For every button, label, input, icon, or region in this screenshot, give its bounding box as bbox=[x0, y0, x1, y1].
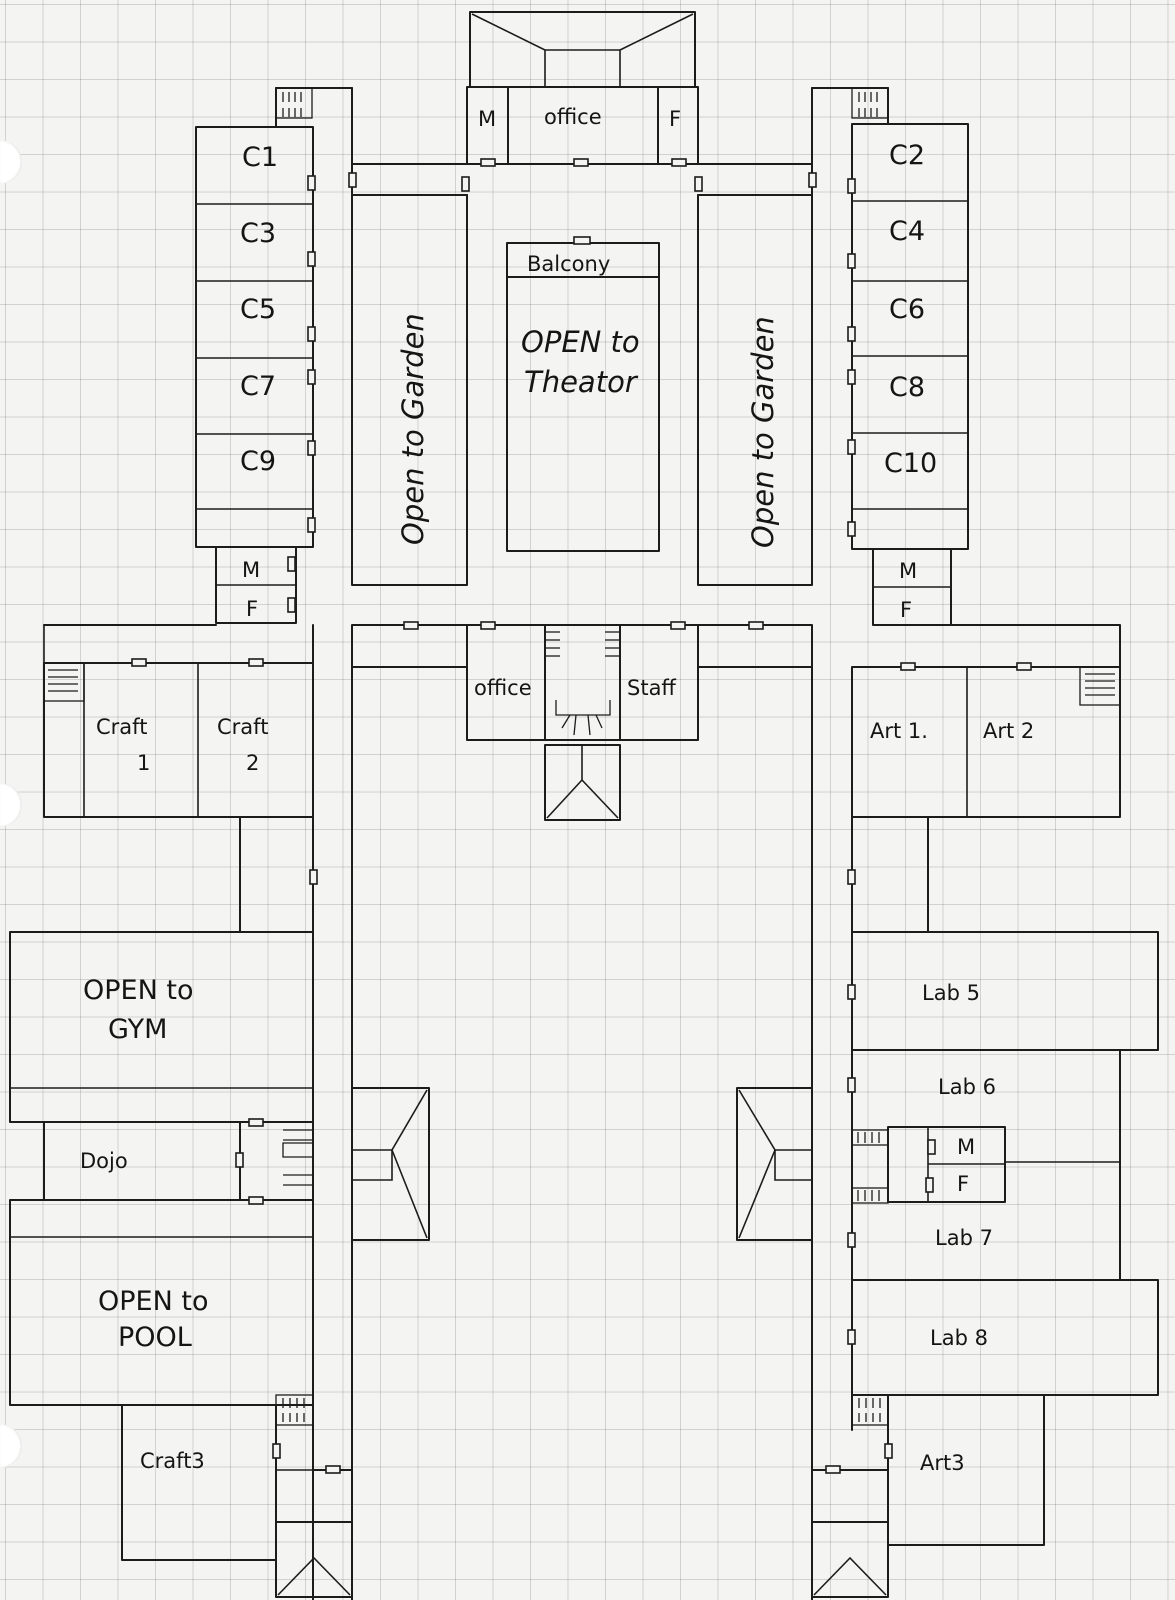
bottom-right-entrance bbox=[811, 1521, 889, 1598]
mens-restroom-top-label: M bbox=[478, 107, 496, 131]
binder-hole bbox=[0, 140, 22, 184]
mens-restroom-left-label: M bbox=[242, 558, 260, 582]
left-classroom-wing: C1 C3 C5 C7 C9 M F bbox=[195, 87, 468, 624]
lab8-label: Lab 8 bbox=[930, 1326, 988, 1350]
lab7-label: Lab 7 bbox=[935, 1226, 993, 1250]
classroom-c9-label: C9 bbox=[240, 446, 276, 477]
craft3-label: Craft3 bbox=[140, 1449, 205, 1473]
art1-label: Art 1. bbox=[870, 719, 928, 743]
open-to-gym-label-1: OPEN to bbox=[83, 975, 193, 1006]
womens-restroom-top-label: F bbox=[669, 107, 681, 131]
open-to-garden-right-label: Open to Garden bbox=[746, 316, 780, 548]
left-side-entrance bbox=[351, 1087, 430, 1241]
central-admin-block: office Staff bbox=[466, 624, 699, 821]
lab8-block: Lab 8 bbox=[851, 1279, 1159, 1396]
classroom-c2-label: C2 bbox=[889, 140, 925, 171]
craft2-label-2: 2 bbox=[246, 751, 259, 775]
classroom-c5-label: C5 bbox=[240, 294, 276, 325]
stairs bbox=[43, 87, 1121, 1426]
dojo-label: Dojo bbox=[80, 1149, 128, 1173]
office-top-label: office bbox=[544, 105, 602, 129]
classroom-c1-label: C1 bbox=[242, 142, 278, 173]
top-office-block: M office F bbox=[466, 86, 699, 165]
open-to-gym-label-2: GYM bbox=[108, 1014, 167, 1045]
craft3-block: Craft3 bbox=[121, 1404, 353, 1561]
craft1-label-2: 1 bbox=[137, 751, 150, 775]
lab5-label: Lab 5 bbox=[922, 981, 980, 1005]
theater-block: Balcony OPEN to Theator bbox=[506, 242, 660, 552]
gym-block: OPEN to GYM bbox=[9, 931, 314, 1123]
right-side-entrance bbox=[736, 1087, 813, 1241]
womens-restroom-left-label: F bbox=[246, 597, 258, 621]
binder-hole bbox=[0, 1424, 22, 1468]
classroom-c7-label: C7 bbox=[240, 371, 276, 402]
open-to-theater-label-2: Theator bbox=[524, 365, 639, 399]
right-classroom-wing: C2 C4 C6 C8 C10 M F bbox=[697, 87, 969, 626]
mens-restroom-right-label: M bbox=[899, 559, 917, 583]
craft1-label-1: Craft bbox=[96, 715, 147, 739]
craft-block: Craft 1 Craft 2 bbox=[43, 624, 314, 818]
pool-block: OPEN to POOL bbox=[9, 1199, 314, 1406]
womens-restroom-lab-label: F bbox=[957, 1172, 969, 1196]
lab6-lab7-block: Lab 6 Lab 7 M F bbox=[887, 1049, 1121, 1281]
classroom-c4-label: C4 bbox=[889, 216, 925, 247]
dojo-block: Dojo bbox=[43, 1121, 314, 1201]
binder-hole bbox=[0, 783, 22, 827]
womens-restroom-right-label: F bbox=[900, 598, 912, 622]
lab5-block: Lab 5 bbox=[851, 931, 1159, 1051]
art-block: Art 1. Art 2 bbox=[851, 624, 1121, 818]
open-to-pool-label-1: OPEN to bbox=[98, 1286, 208, 1317]
open-to-theater-label-1: OPEN to bbox=[521, 325, 640, 359]
craft2-label-1: Craft bbox=[217, 715, 268, 739]
staff-room-label: Staff bbox=[627, 676, 676, 700]
top-entrance bbox=[469, 11, 696, 88]
classroom-c10-label: C10 bbox=[884, 448, 937, 479]
art2-label: Art 2 bbox=[983, 719, 1034, 743]
right-corridor bbox=[851, 816, 929, 1396]
office-mid-label: office bbox=[474, 676, 532, 700]
classroom-c6-label: C6 bbox=[889, 294, 925, 325]
doors bbox=[131, 158, 1032, 1474]
lab6-label: Lab 6 bbox=[938, 1075, 996, 1099]
bottom-left-entrance bbox=[275, 1521, 353, 1598]
balcony-label: Balcony bbox=[527, 252, 610, 276]
open-to-garden-left-label: Open to Garden bbox=[396, 313, 430, 545]
classroom-c8-label: C8 bbox=[889, 372, 925, 403]
art3-block: Art3 bbox=[811, 1394, 1045, 1546]
art3-label: Art3 bbox=[920, 1451, 965, 1475]
mens-restroom-lab-label: M bbox=[957, 1135, 975, 1159]
classroom-c3-label: C3 bbox=[240, 218, 276, 249]
open-to-pool-label-2: POOL bbox=[118, 1322, 192, 1353]
